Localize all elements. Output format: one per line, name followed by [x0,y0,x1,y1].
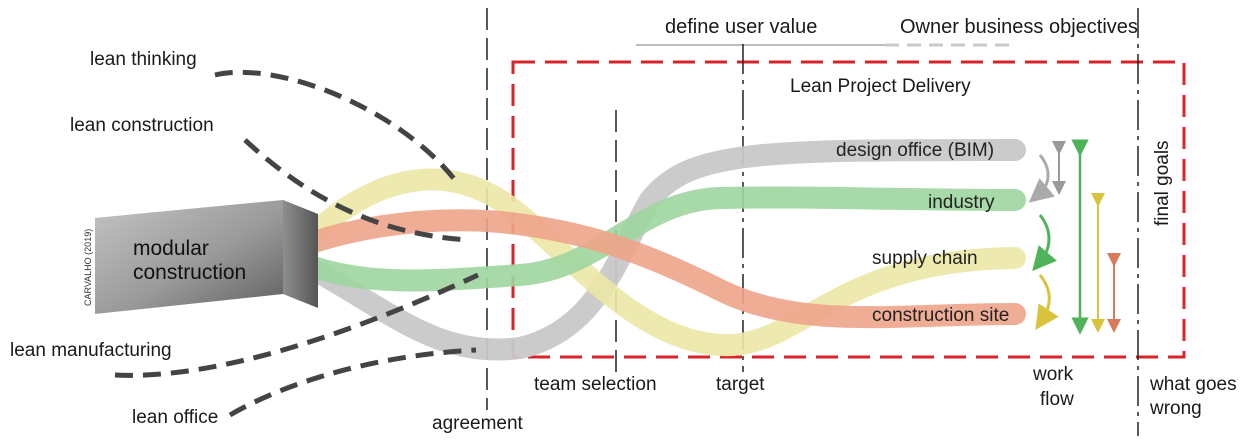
work-label: work [1032,364,1074,385]
modular-label: modular [133,237,209,260]
stream-grey-design-office [279,139,1026,361]
owner-business-objectives-label: Owner business objectives [900,16,1138,38]
credit-label: CARVALHO (2019) [83,229,93,306]
wrong-label: wrong [1149,398,1202,419]
agreement-label: agreement [432,413,524,434]
final-goals-label: final goals [1152,140,1173,226]
team-selection-label: team selection [534,374,657,395]
lean-office-label: lean office [132,407,218,428]
lean-construction-label: lean construction [70,115,214,136]
supply-chain-label: supply chain [872,248,978,269]
supply-to-site-arrow [1035,274,1059,330]
lean-construction-flow [243,138,471,243]
design-office-label: design office (BIM) [836,140,994,161]
define-user-value-label: define user value [665,16,817,38]
lean-project-delivery-frame [511,60,1186,359]
industry-to-supply-arrow [1032,214,1057,272]
design-to-industry-arrow [1028,154,1055,203]
modular-box-front [95,200,283,314]
what-goes-label: what goes [1149,374,1237,395]
construction-site-label: construction site [872,305,1009,326]
construction-label: construction [133,261,246,284]
lean-manufacturing-flow [114,272,480,378]
stream-yellow-supply-chain [279,168,1026,357]
target-label: target [716,374,765,395]
lean-office-flow [228,347,477,418]
modular-box-side [283,200,318,308]
stream-orange-construction-site [264,209,1026,329]
flow-label: flow [1040,389,1074,410]
lean-thinking-flow [214,69,457,182]
lean-manufacturing-label: lean manufacturing [10,340,172,361]
industry-label: industry [928,192,995,213]
stream-green-industry [279,186,1026,292]
lean-project-delivery-title: Lean Project Delivery [790,76,971,97]
lean-thinking-label: lean thinking [90,49,197,70]
